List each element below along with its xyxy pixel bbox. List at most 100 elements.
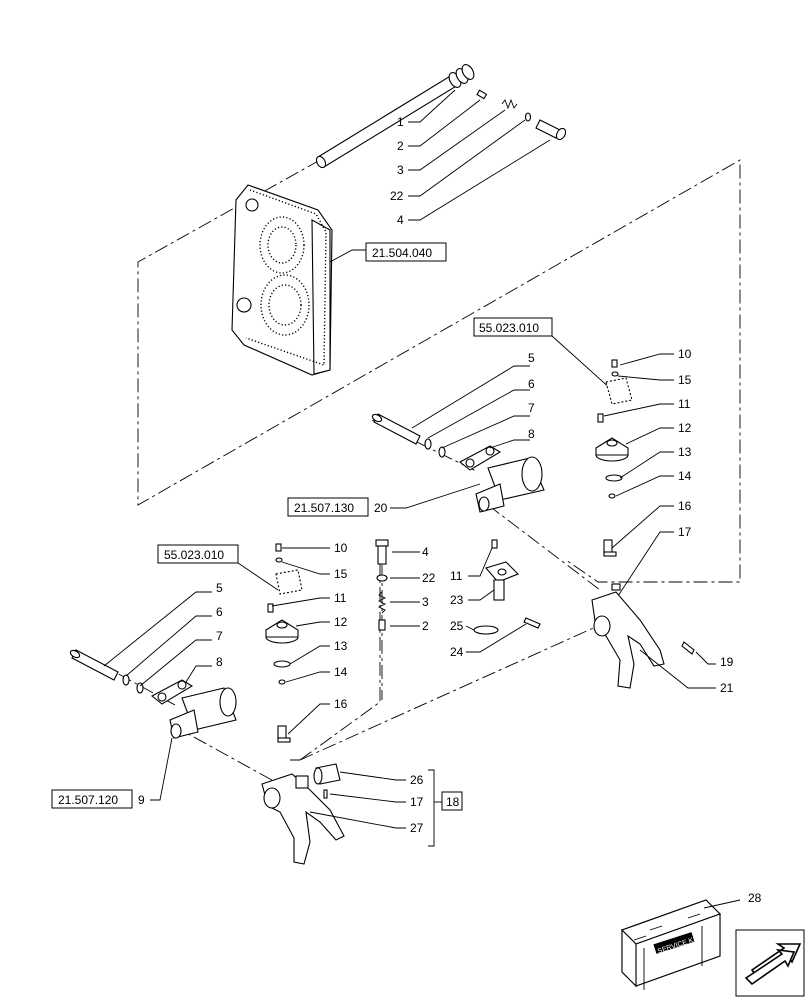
callout-5-left: 5 <box>216 581 223 595</box>
ring-13-left <box>273 660 291 668</box>
detent-body-12-right <box>595 437 629 462</box>
plug-4-top <box>535 119 567 141</box>
next-page-arrow-icon[interactable] <box>735 929 805 997</box>
callout-8-right: 8 <box>528 427 535 441</box>
plunger-16-left <box>277 725 291 743</box>
callout-17-right: 17 <box>678 525 692 539</box>
kit-box-18[interactable] <box>441 791 463 811</box>
callout-19: 19 <box>720 655 734 669</box>
cylinder-9 <box>169 687 237 739</box>
o-ring-22-top <box>524 112 532 122</box>
callout-4-center: 4 <box>422 545 429 559</box>
spring-3-top <box>501 98 518 110</box>
shaft-5-right <box>371 413 421 445</box>
shift-shaft-top <box>315 64 475 169</box>
callout-5-right: 5 <box>528 351 535 365</box>
ref-box-21-507-120[interactable] <box>51 789 133 809</box>
detent-cap-left <box>275 569 303 595</box>
ref-box-55-023-010-right[interactable] <box>473 317 553 337</box>
pin-2-center <box>378 619 386 631</box>
screw-11-center <box>491 539 498 549</box>
bracket-8-right <box>459 445 502 471</box>
screw-10-left <box>275 543 282 552</box>
plunger-16-right <box>603 539 617 557</box>
washer-15-right <box>611 371 619 377</box>
spring-3-center <box>377 591 387 614</box>
ref-label-21-507-120[interactable]: 21.507.120 <box>58 793 118 807</box>
callout-13-left: 13 <box>334 639 348 653</box>
ring-14-right <box>608 493 616 499</box>
screw-11-right <box>597 413 604 423</box>
callout-28: 28 <box>748 891 762 905</box>
callout-1: 1 <box>397 115 404 129</box>
axis-line-fork-left <box>171 724 291 791</box>
screw-11-left <box>267 603 274 613</box>
ref-label-55-023-010-right[interactable]: 55.023.010 <box>479 321 539 335</box>
callout-15-left: 15 <box>334 567 348 581</box>
callout-2: 2 <box>397 139 404 153</box>
callout-4: 4 <box>397 213 404 227</box>
lever-23 <box>485 561 519 601</box>
ref-label-21-504-040[interactable]: 21.504.040 <box>372 246 432 260</box>
callout-18[interactable]: 18 <box>446 795 460 809</box>
callout-14-right: 14 <box>678 469 692 483</box>
o-ring-22-center <box>376 574 388 582</box>
service-kit-box-icon: SERVICE KIT <box>620 899 722 990</box>
pin-19 <box>681 641 695 655</box>
assembly-outline-main <box>137 159 741 583</box>
axis-line-20 <box>487 504 601 591</box>
callout-20: 20 <box>374 501 388 515</box>
callout-22-center: 22 <box>422 571 436 585</box>
callout-9: 9 <box>138 793 145 807</box>
callout-25: 25 <box>450 619 464 633</box>
callout-12-left: 12 <box>334 615 348 629</box>
ring-13-right <box>605 474 623 482</box>
callout-6-left: 6 <box>216 605 223 619</box>
block-bottom <box>295 775 309 789</box>
callout-3: 3 <box>397 163 404 177</box>
callout-24: 24 <box>450 645 464 659</box>
shaft-5-left <box>69 649 119 681</box>
callout-16-right: 16 <box>678 499 692 513</box>
ref-label-21-507-130[interactable]: 21.507.130 <box>294 501 354 515</box>
callout-2-center: 2 <box>422 619 429 633</box>
sleeve-26 <box>313 763 341 785</box>
pin-2-top <box>476 89 488 100</box>
callout-3-center: 3 <box>422 595 429 609</box>
callout-17-bottom: 17 <box>410 795 424 809</box>
screw-10-right <box>611 359 618 368</box>
axis-line-right <box>299 624 601 761</box>
ref-box-21-507-130[interactable] <box>287 497 369 517</box>
callout-15-right: 15 <box>678 373 692 387</box>
callout-12-right: 12 <box>678 421 692 435</box>
callout-6-right: 6 <box>528 377 535 391</box>
plug-4-center <box>375 539 389 565</box>
callout-14-left: 14 <box>334 665 348 679</box>
ref-box-55-023-010-left[interactable] <box>157 544 239 564</box>
ring-7-right <box>438 446 446 458</box>
callout-21: 21 <box>720 681 734 695</box>
callout-10-right: 10 <box>678 347 692 361</box>
callout-26: 26 <box>410 773 424 787</box>
shift-fork-bottom <box>261 773 345 865</box>
ring-14-left <box>278 679 286 685</box>
callout-23: 23 <box>450 593 464 607</box>
ref-label-55-023-010-left[interactable]: 55.023.010 <box>164 548 224 562</box>
pin-24 <box>523 617 541 629</box>
pin-17-bottom <box>323 789 328 799</box>
kit-bracket <box>428 769 435 847</box>
housing-plate <box>231 184 333 376</box>
callout-11-left: 11 <box>334 591 347 605</box>
ring-25 <box>473 625 499 635</box>
callout-16-left: 16 <box>334 697 348 711</box>
ring-6-right <box>424 438 432 450</box>
callout-11-center: 11 <box>450 569 463 583</box>
callout-22: 22 <box>390 189 404 203</box>
callout-10-left: 10 <box>334 541 348 555</box>
ref-box-21-504-040[interactable] <box>365 242 447 262</box>
shift-fork-21 <box>591 583 665 689</box>
detent-cap-right <box>605 377 633 405</box>
detent-body-12-left <box>265 619 299 644</box>
